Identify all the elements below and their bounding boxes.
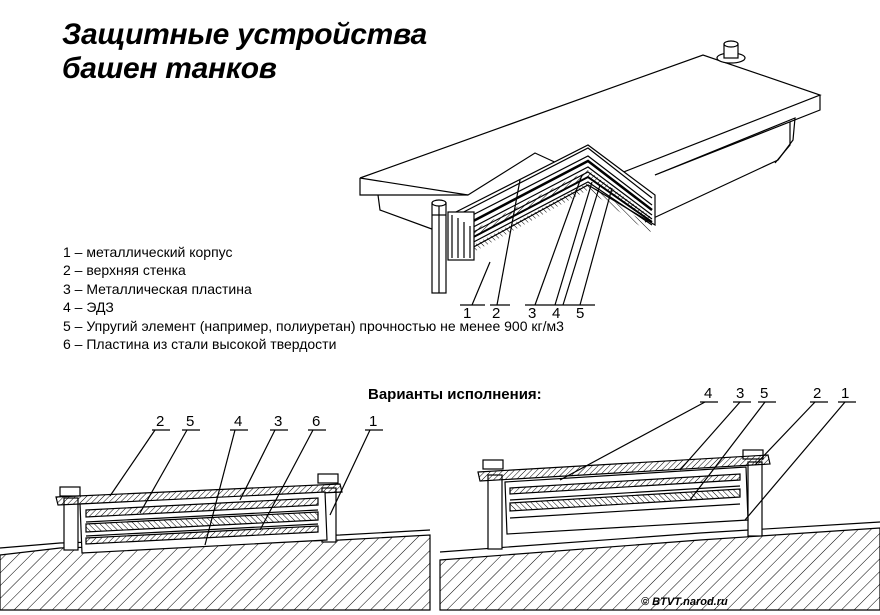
- legend-item-6: 6 – Пластина из стали высокой твердости: [63, 336, 337, 353]
- base-armor-left: [0, 534, 431, 611]
- callout-top-4: 4: [552, 305, 560, 322]
- isometric-armor-module: [359, 40, 822, 306]
- variants-heading: Варианты исполнения:: [368, 386, 542, 403]
- callout-right-1: 1: [841, 385, 849, 402]
- legend-item-4: 4 – ЭДЗ: [63, 299, 114, 316]
- legend-item-1: 1 – металлический корпус: [63, 244, 233, 260]
- legend-item-3: 3 – Металлическая пластина: [63, 280, 252, 297]
- top-view-callout-labels: 1 2 3 4 5: [463, 305, 584, 322]
- callout-right-2: 2: [813, 385, 821, 402]
- variant-right-section: [439, 401, 880, 611]
- callout-left-5: 5: [186, 413, 194, 430]
- variant-left-section: [0, 429, 431, 611]
- legend-list: 1 – металлический корпус 2 – верхняя сте…: [63, 243, 564, 353]
- callout-left-6: 6: [312, 413, 320, 430]
- callout-top-2: 2: [492, 305, 500, 322]
- stud-bolt-icon: [431, 199, 447, 294]
- module-lid-edge: [359, 178, 468, 196]
- callout-top-3: 3: [528, 305, 536, 322]
- variant-left-callout-labels: 2 5 4 3 6 1: [156, 413, 377, 430]
- page-title: Защитные устройства башен танков: [62, 18, 427, 86]
- legend-item-2: 2 – верхняя стенка: [63, 262, 186, 279]
- callout-top-1: 1: [463, 305, 471, 322]
- callout-left-1: 1: [369, 413, 377, 430]
- variant-right-callout-labels: 4 3 5 2 1: [704, 385, 849, 402]
- legend-item-5: 5 – Упругий элемент (например, полиурета…: [63, 317, 564, 334]
- title-line-1: Защитные устройства: [62, 18, 427, 51]
- callout-right-4: 4: [704, 385, 712, 402]
- base-armor-right: [439, 527, 880, 611]
- callout-right-3: 3: [736, 385, 744, 402]
- top-bolt-icon: [716, 40, 746, 64]
- module-cutaway-layers: [447, 144, 656, 261]
- title-line-2: башен танков: [62, 52, 277, 85]
- callout-left-2: 2: [156, 413, 164, 430]
- callout-left-3: 3: [274, 413, 282, 430]
- callout-right-5: 5: [760, 385, 768, 402]
- callout-left-4: 4: [234, 413, 242, 430]
- callout-top-5: 5: [576, 305, 584, 322]
- copyright-text: © BTVT.narod.ru: [641, 596, 728, 608]
